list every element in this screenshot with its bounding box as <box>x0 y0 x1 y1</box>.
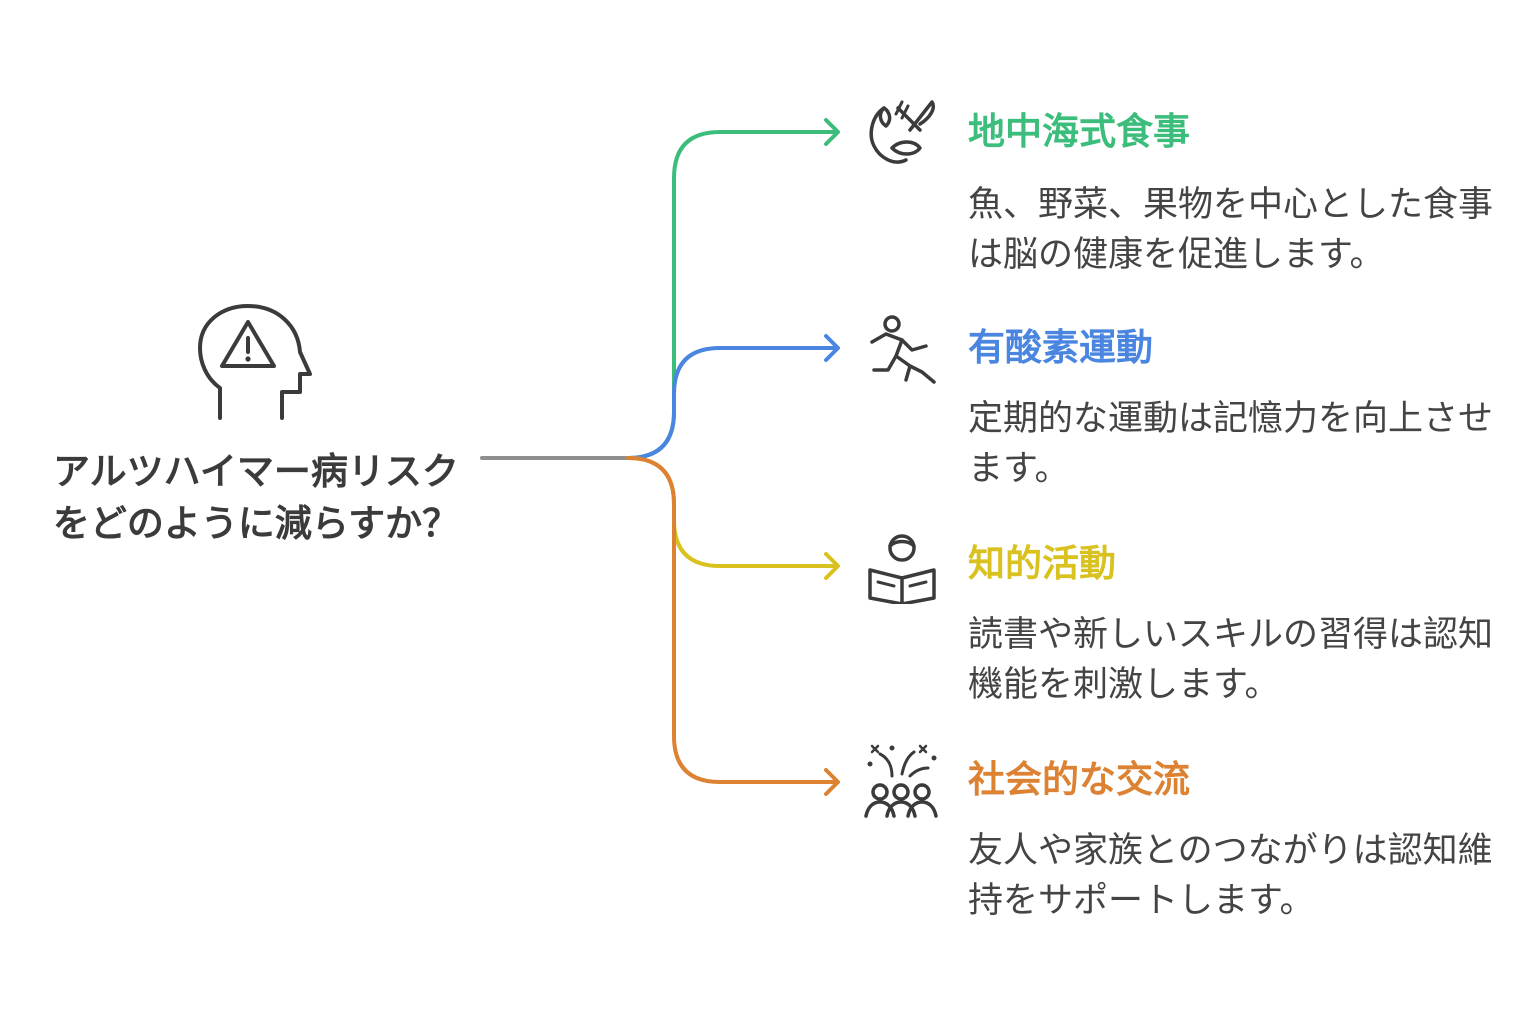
arrowhead-social <box>824 768 840 796</box>
person-reading-icon <box>868 534 936 604</box>
arrowhead-intellect <box>824 552 840 580</box>
fish-fork-knife-icon <box>869 100 935 164</box>
head-warning-icon <box>198 304 312 420</box>
branch-title: 有酸素運動 <box>968 326 1153 369</box>
branch-title: 地中海式食事 <box>968 110 1190 153</box>
group-celebration-icon <box>864 744 938 818</box>
branch-description: 魚、野菜、果物を中心とした食事は脳の健康を促進します。 <box>968 185 1494 275</box>
connector-exercise <box>626 346 838 460</box>
connector-diet <box>626 130 838 460</box>
branch-description: 定期的な運動は記憶力を向上させます。 <box>968 399 1494 489</box>
connector-social <box>626 456 838 784</box>
running-person-icon <box>870 315 936 384</box>
arrowhead-exercise <box>824 334 840 362</box>
connector-intellect <box>626 456 838 568</box>
branch-description: 友人や家族とのつながりは認知維持をサポートします。 <box>968 831 1493 921</box>
root-question: アルツハイマー病リスクをどのように減らすか？ <box>52 450 460 545</box>
branch-description: 読書や新しいスキルの習得は認知機能を刺激します。 <box>968 615 1494 705</box>
arrowhead-diet <box>824 118 840 146</box>
branch-title: 社会的な交流 <box>968 758 1190 801</box>
branch-title: 知的活動 <box>968 542 1116 585</box>
